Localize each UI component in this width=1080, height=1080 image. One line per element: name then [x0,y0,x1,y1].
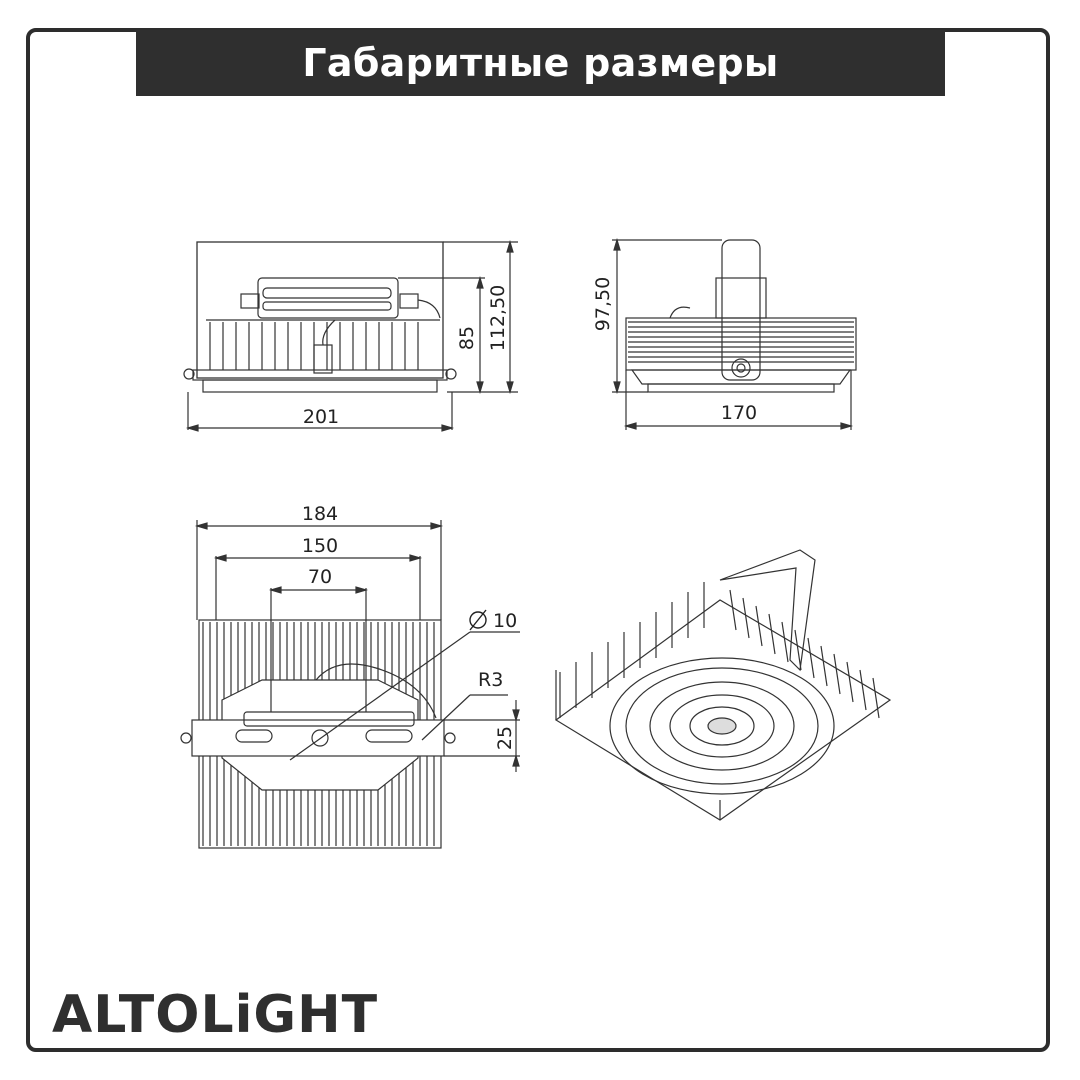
fin-line [846,661,854,703]
top-view [180,520,520,849]
brand-logo-text: ALTOLiGHT [52,985,379,1045]
diameter-icon [469,609,487,631]
dim-front-height-total: 112,50 [487,285,509,351]
dim-top-width-inner: 70 [308,566,332,588]
dim-top-width-mid: 150 [302,535,338,557]
fin-line [807,637,815,679]
page-title-text: Габаритные размеры [302,41,779,85]
fin-line [794,629,802,671]
dim-front-height-body: 85 [456,326,478,350]
fin-line [729,589,737,631]
brand-logo: ALTOLiGHT [52,985,378,1045]
fin-line [781,621,789,663]
dim-side-height: 97,50 [592,277,614,331]
fin-line [833,653,841,695]
fin-line [859,669,867,711]
dim-front-width: 201 [303,406,339,428]
dim-top-width-outer: 184 [302,503,338,525]
side-view [612,237,857,430]
fin-line [755,605,763,647]
fin-line [872,677,880,719]
dim-side-width: 170 [721,402,757,424]
dim-radius: R3 [478,669,503,691]
fin-line [820,645,828,687]
dim-bracket-width: 25 [494,726,516,750]
fin-line [768,613,776,655]
fin-line [742,597,750,639]
page-title: Габаритные размеры [136,30,945,96]
front-view [183,239,518,432]
dim-hole-diameter: 10 [493,610,517,632]
isometric-view [554,549,892,821]
